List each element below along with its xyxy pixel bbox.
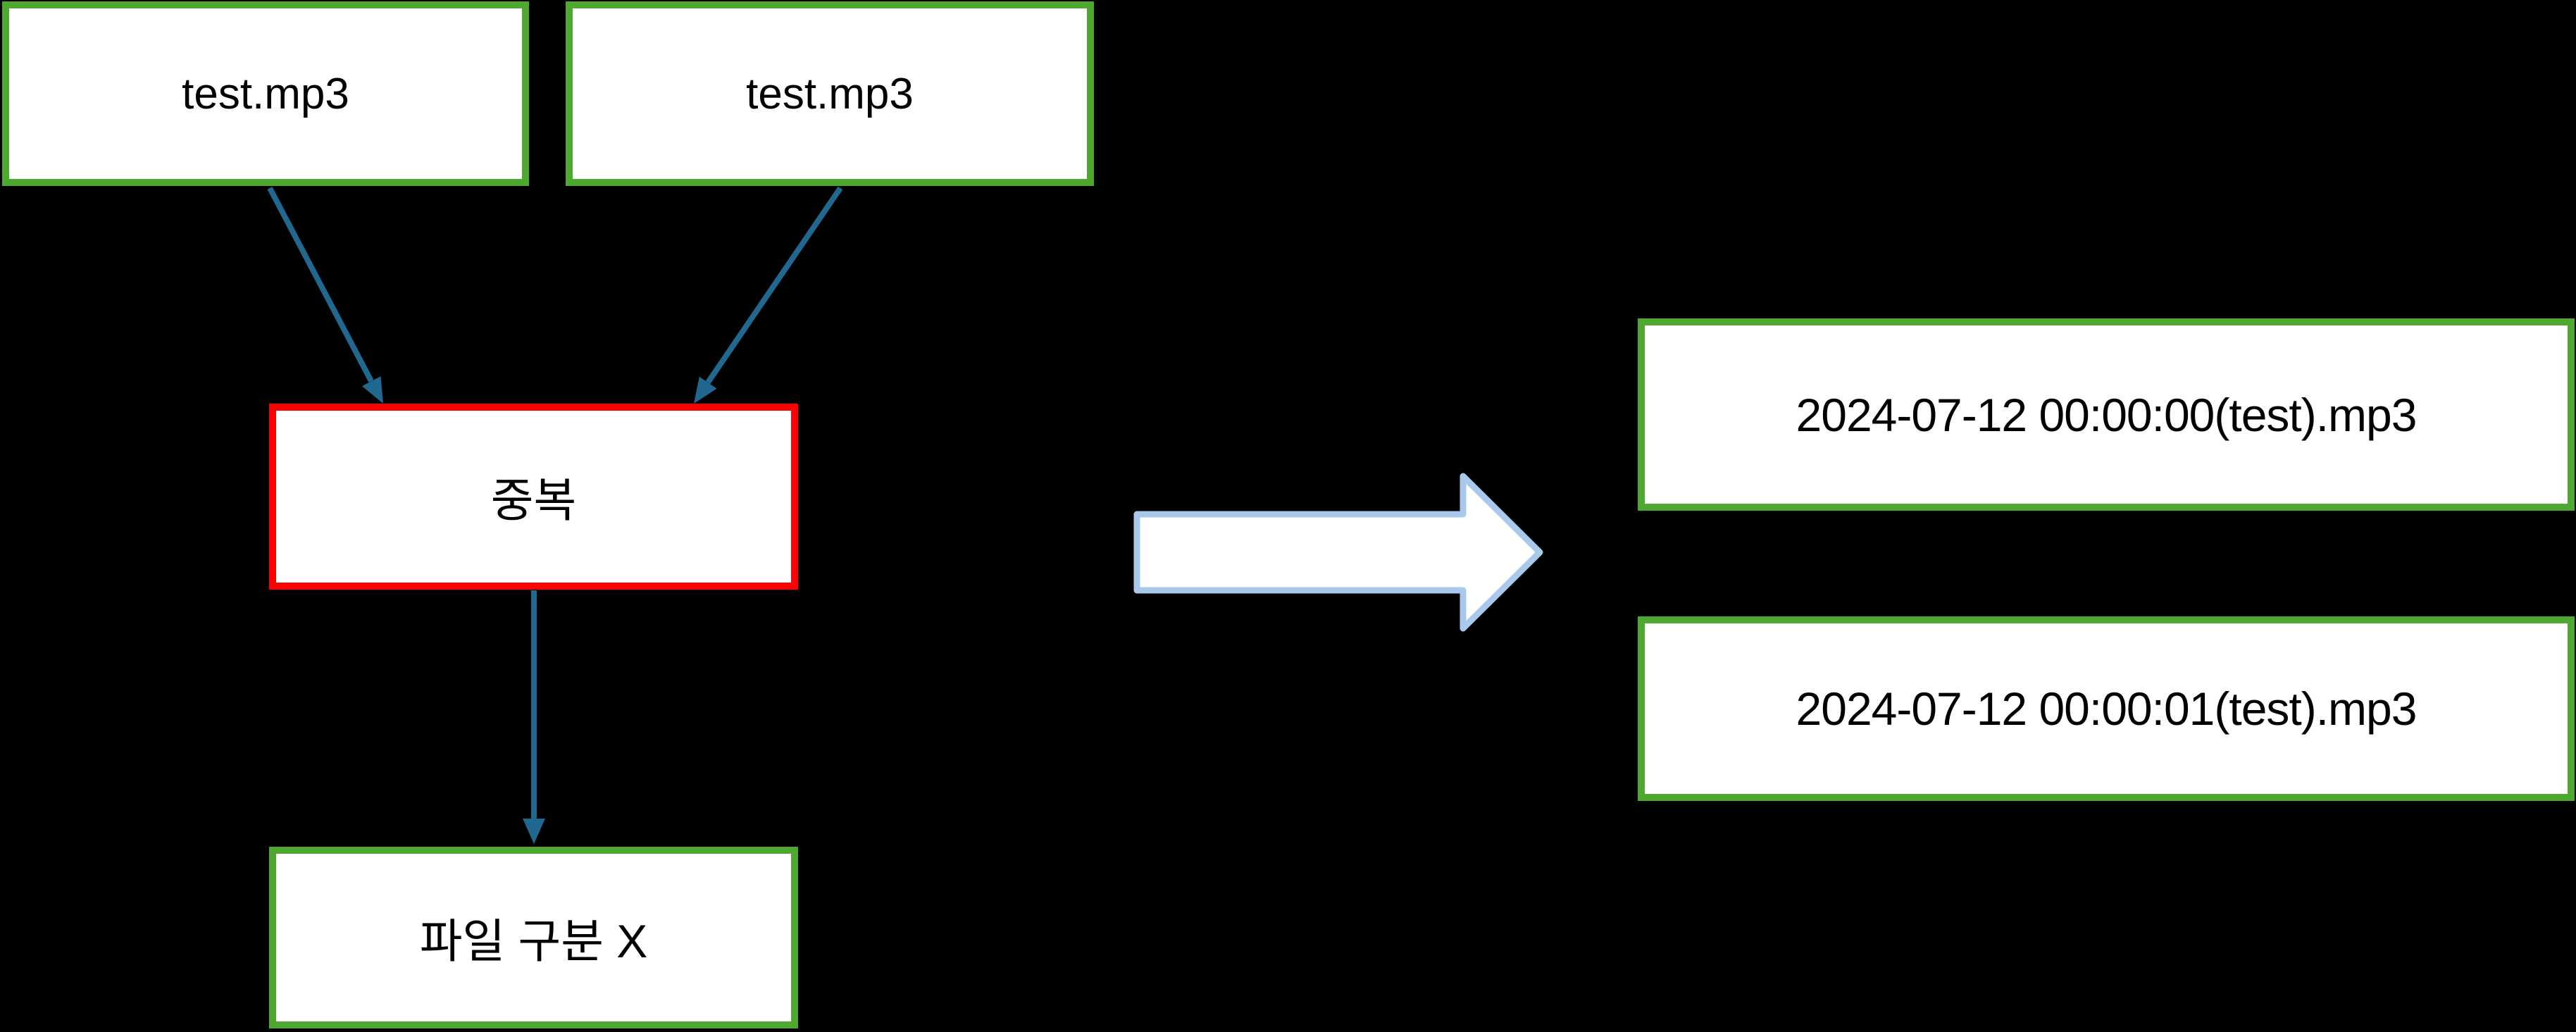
renamed-file-box-1: 2024-07-12 00:00:00(test).mp3 [1638,318,2575,511]
renamed-file-2-label: 2024-07-12 00:00:01(test).mp3 [1796,683,2418,735]
no-file-distinction-label: 파일 구분 X [419,915,648,967]
connector-source1-to-duplicate-arrow [267,187,383,404]
arrowhead-icon [694,376,717,404]
connector-line [267,187,374,383]
connector-line [705,186,843,385]
connector-duplicate-to-result-arrow [523,590,545,844]
arrowhead-icon [523,819,545,844]
arrowhead-icon [361,376,383,404]
duplicate-label: 중복 [490,474,577,526]
source-file-2-label: test.mp3 [746,69,914,118]
connector-source2-to-duplicate-arrow [694,186,843,404]
duplicate-box: 중복 [269,404,798,590]
source-file-1-label: test.mp3 [182,69,349,118]
renamed-file-1-label: 2024-07-12 00:00:00(test).mp3 [1796,388,2418,441]
source-file-box-1: test.mp3 [2,1,529,186]
no-file-distinction-box: 파일 구분 X [269,847,798,1028]
source-file-box-2: test.mp3 [566,1,1094,186]
big-right-arrow-icon [1133,473,1543,632]
renamed-file-box-2: 2024-07-12 00:00:01(test).mp3 [1638,616,2575,801]
